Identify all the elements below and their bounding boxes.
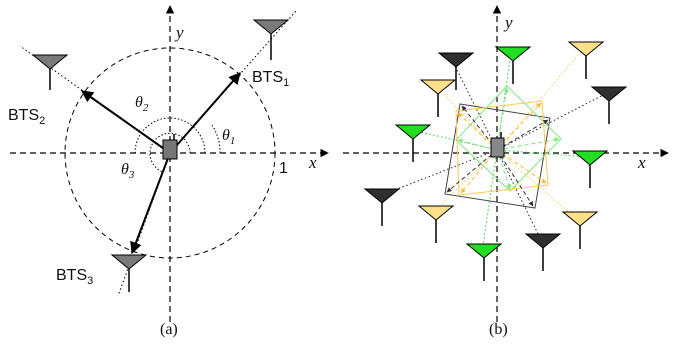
y-axis-label-b: y: [503, 13, 513, 32]
bts1-label: BTS1: [252, 69, 289, 89]
theta1-arc: [211, 124, 221, 154]
antenna-dark-icon: [437, 52, 475, 90]
yellow-square: [455, 100, 549, 196]
gray-square: [444, 103, 551, 209]
bts3-label: BTS3: [56, 267, 93, 287]
radius-label: 1: [279, 160, 288, 177]
caption-a: (a): [160, 321, 178, 338]
x-axis-label-a: x: [308, 153, 317, 172]
caption-b: (b): [489, 321, 508, 338]
antenna-yellow-icon: [561, 211, 599, 249]
panel-a: x y 1: [8, 5, 329, 338]
bts2-antenna-icon: [31, 54, 69, 90]
theta3-arc: [149, 132, 191, 173]
antenna-green-icon: [494, 46, 532, 84]
theta1-label: θ1: [222, 127, 235, 147]
arrow-bts3: [130, 152, 171, 255]
antenna-green-icon: [465, 243, 503, 281]
theta3-label: θ3: [121, 161, 135, 181]
x-axis-label-b: x: [637, 153, 646, 172]
bts3-antenna-icon: [110, 254, 148, 292]
theta2-arc: [134, 117, 206, 154]
y-axis-label-a: y: [174, 23, 184, 42]
theta2-label: θ2: [135, 94, 149, 114]
antenna-dark-icon: [590, 86, 628, 124]
antenna-yellow-icon: [419, 79, 457, 117]
mobile-device-icon-b: [490, 132, 505, 158]
antenna-dark-icon: [524, 233, 562, 271]
antenna-dark-icon: [363, 188, 401, 226]
arrow-bts2: [81, 90, 171, 154]
unit-circle: [64, 47, 276, 259]
mobile-device-icon: [162, 134, 178, 160]
antenna-yellow-icon: [567, 41, 605, 79]
green-square: [455, 85, 562, 192]
bts2-label: BTS2: [8, 107, 45, 127]
antenna-yellow-icon: [417, 205, 455, 243]
arrow-bts1: [169, 72, 241, 154]
dotted-rays: [381, 46, 608, 247]
antenna-green-icon: [394, 124, 432, 162]
panel-b: x y: [343, 5, 669, 338]
antenna-green-icon: [571, 150, 609, 188]
bts1-antenna-icon: [252, 19, 290, 60]
